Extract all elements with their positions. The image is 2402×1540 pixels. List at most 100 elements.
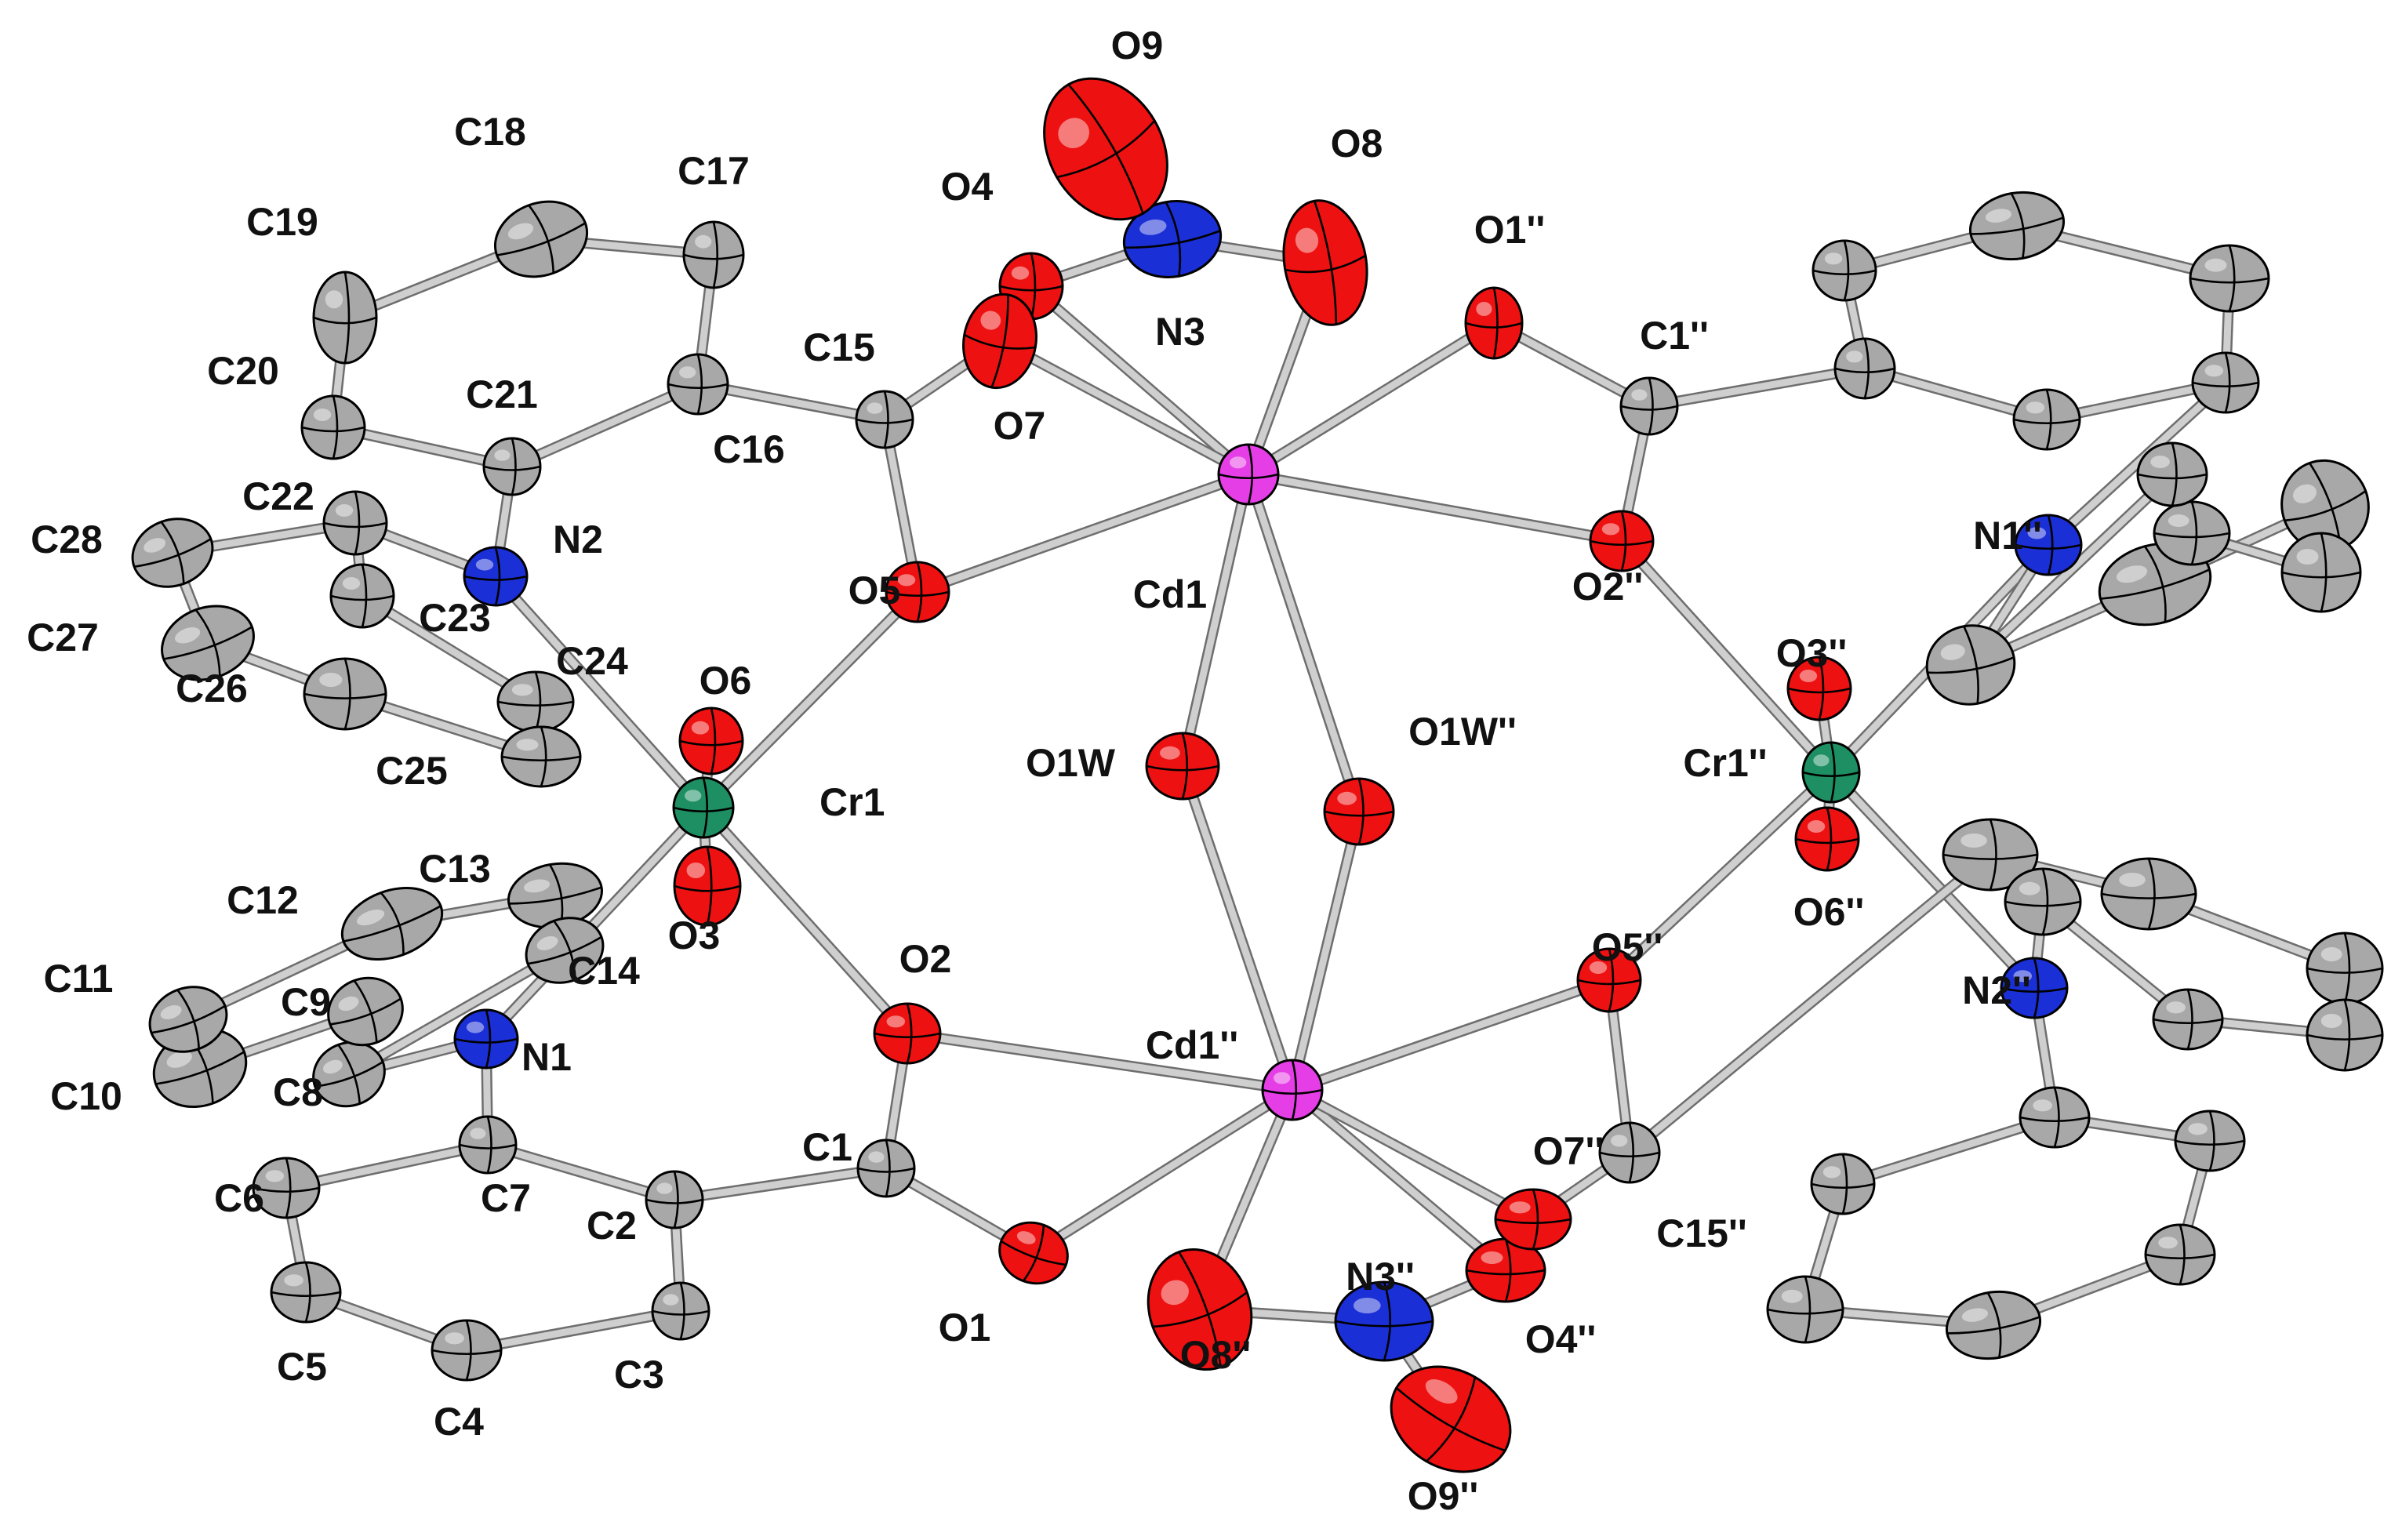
atom-label-cd1: Cd1 [1133,572,1207,616]
atom-ellipsoid-o9p [1390,1365,1512,1473]
atom-ellipsoid-o6p [1794,806,1860,872]
atom-ellipsoid-o1wp [1323,777,1395,846]
atom-axes-o2 [874,1003,941,1064]
atom-ellipsoid-c5 [270,1261,342,1324]
atom-highlight-o8p [1161,1280,1189,1306]
atom-o3p [1786,656,1852,721]
bond-C14-C8 [345,946,569,1078]
atom-highlight-o7 [980,311,1001,330]
atom-label-o3: O3 [668,913,721,957]
atom-cb12 [2136,441,2208,507]
atom-highlight-n1 [466,1021,485,1033]
atom-highlight-o5 [897,574,916,587]
atom-cr1p [1801,741,1861,804]
atom-c2 [645,1170,704,1229]
atom-label-c15: C15 [803,325,875,369]
atom-highlight-ca7 [1960,834,1987,848]
atom-highlight-o6 [691,721,710,735]
atom-highlight-ca2 [2188,1123,2208,1135]
atom-ca9 [2306,932,2384,1005]
atom-highlight-c3 [663,1294,679,1306]
atom-highlight-c10 [166,1051,192,1068]
atom-label-o4p: O4'' [1525,1317,1596,1361]
atom-axes-n2 [463,547,528,606]
atom-highlight-cr1 [685,790,702,802]
atom-label-o6: O6 [700,659,752,703]
atom-highlight-cd1 [1230,456,1247,469]
atom-ellipsoid-c4 [431,1319,503,1382]
atom-ellipsoid-ca10 [2306,998,2384,1072]
atom-axes-cd1 [1218,444,1279,505]
atom-c23 [329,563,395,629]
atom-c12 [340,887,444,961]
atom-axes-c5 [271,1262,341,1323]
atom-highlight-c27 [175,627,201,644]
atom-highlight-cb12 [2150,456,2170,468]
atom-ellipsoid-cb1 [1833,337,1896,400]
atom-ellipsoid-cb6 [2012,388,2081,451]
atom-ellipsoid-ca5 [1766,1275,1844,1344]
atom-axes-c7 [459,1116,517,1174]
bond-O2-Cr1 [700,804,911,1037]
bond-C15p-Ca7 [1626,851,1994,1157]
atom-o9 [1043,77,1168,221]
bond-O5p-Cr1p [1605,768,1835,984]
atom-label-c1: C1 [802,1125,852,1169]
atom-label-o1: O1 [939,1306,991,1349]
atom-c14 [525,917,605,984]
atom-ca11 [2152,988,2224,1051]
atom-axes-o2p [1590,510,1654,572]
bond-Cd1p-O1Wp [1288,808,1363,1094]
bond-Cd1p-O5p [1288,976,1613,1094]
atom-axes-o8p [1152,1251,1248,1367]
bond-Cb5-N1p [2044,379,2229,549]
atom-label-c4: C4 [434,1400,484,1444]
atom-c26 [303,657,387,731]
atom-label-o2p: O2'' [1572,565,1643,608]
atom-o8p [1146,1248,1253,1371]
atom-highlight-c18 [507,223,534,240]
atom-ellipsoid-c15p [1598,1121,1661,1184]
atom-axes-o1 [1000,1225,1067,1282]
atom-c11 [148,986,228,1053]
atom-highlight-cb6 [2026,401,2045,414]
atom-axes-c15p [1599,1122,1660,1183]
atom-highlight-c8 [322,1059,343,1074]
atom-cb10 [2280,532,2362,613]
atom-axes-c28 [133,521,212,584]
atom-ellipsoid-cd1 [1217,443,1280,506]
atom-label-c16: C16 [713,427,785,471]
atom-highlight-cb11 [2168,514,2189,527]
atom-axes-n1p [2015,514,2082,576]
atom-label-c5: C5 [277,1345,327,1389]
atom-c17 [682,220,745,289]
atom-highlight-c12 [356,910,385,926]
atom-highlight-c14 [536,936,558,950]
atom-o6 [678,706,744,775]
bond-Cd1-O1p [1245,319,1498,478]
atom-ellipsoid-cb3 [1968,191,2066,261]
atom-c27 [161,605,255,681]
bond-N2p-Cr1p [1827,768,2038,992]
atom-ellipsoid-cb11 [2153,500,2231,566]
atom-axes-cb8 [2100,545,2211,623]
atom-label-n2p: N2'' [1962,968,2031,1012]
atom-axes-n1 [454,1009,518,1069]
atom-highlight-cb8 [2116,565,2148,583]
atom-n1p [2014,514,2083,576]
atom-label-c10: C10 [50,1074,122,1118]
atom-axes-o1w [1146,732,1219,800]
atom-c15 [855,390,914,449]
atom-o3 [673,845,742,927]
bond-Cd1p-O4p [1288,1086,1510,1274]
labels-layer: Cd1Cd1''Cr1Cr1''N1N2N3N1''N2''N3''O1O2O3… [27,24,2042,1518]
atom-ellipsoid-o2 [873,1002,942,1065]
atom-label-c15p: C15'' [1656,1211,1747,1255]
bond-Cd1-O4 [1027,282,1252,478]
atom-label-o3p: O3'' [1776,631,1847,675]
atom-highlight-c4 [445,1332,464,1345]
bond-C21-C16 [508,380,702,470]
bond-C1p-Cb1 [1645,365,1869,410]
atom-cb4 [2189,244,2270,313]
atom-label-c11: C11 [44,957,114,1001]
